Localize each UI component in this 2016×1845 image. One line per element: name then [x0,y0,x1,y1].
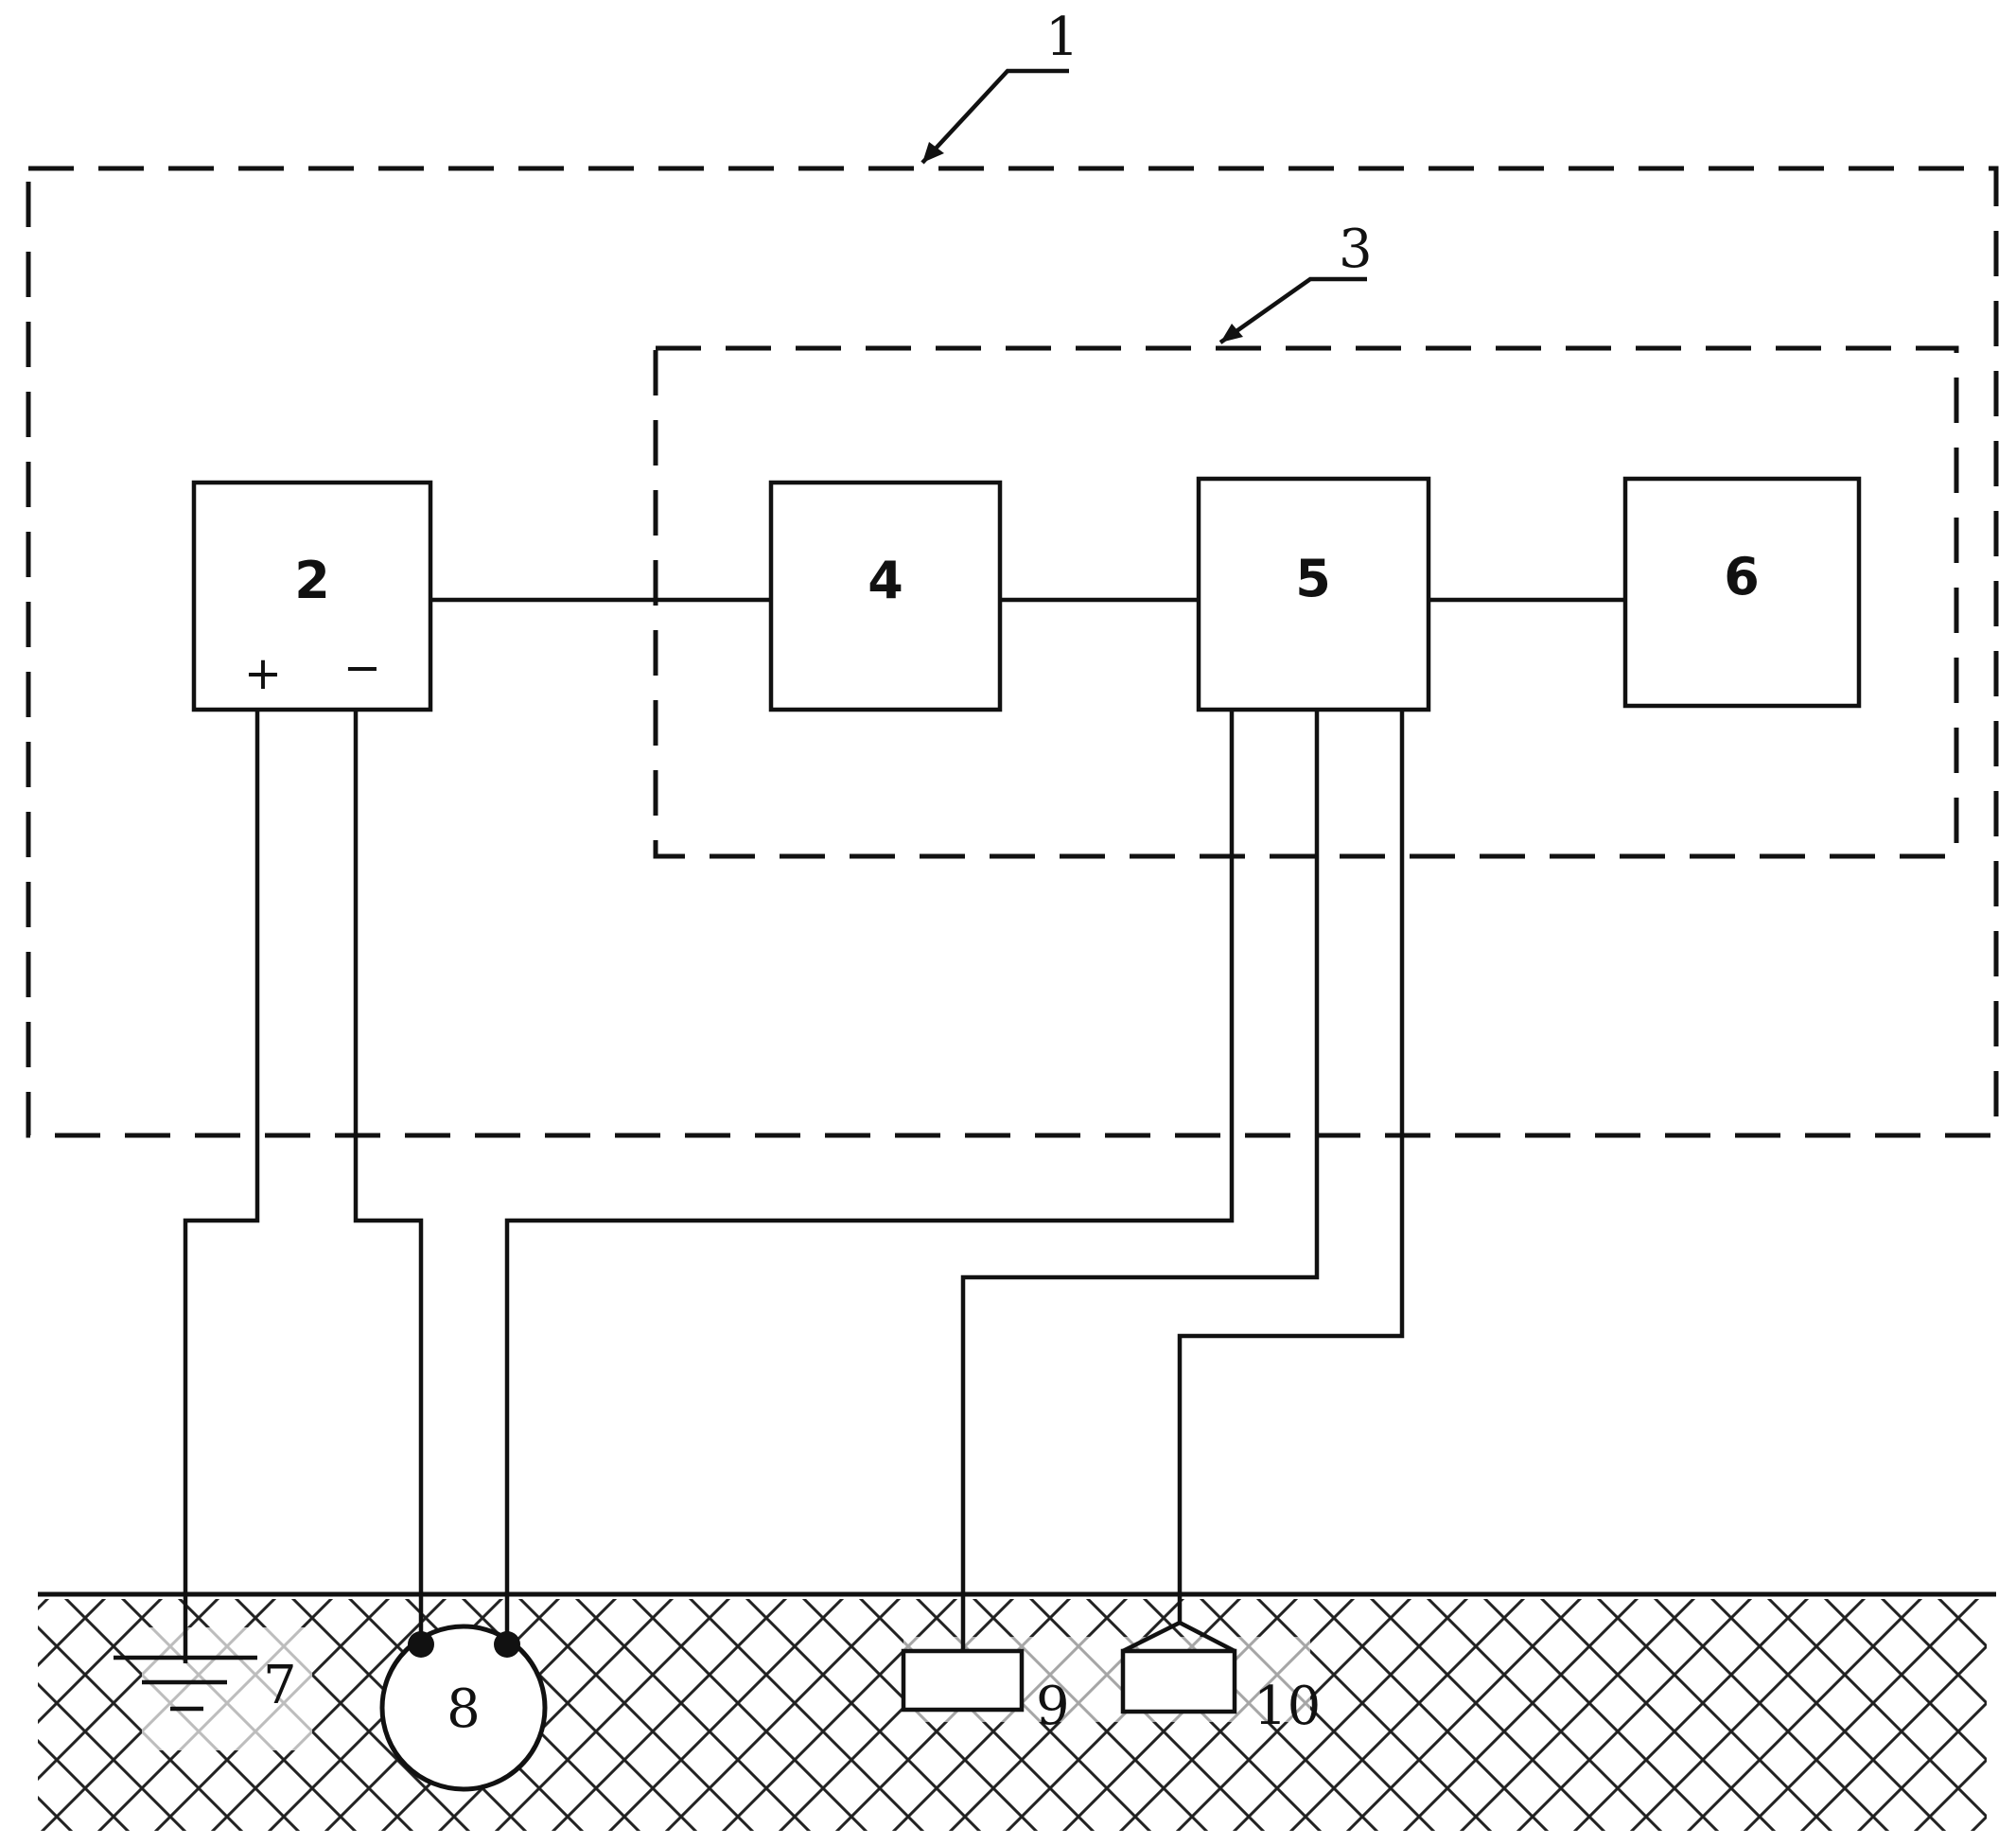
wire-positive-to-anode [183,710,260,1663]
block-5-label: 5 [1295,549,1331,608]
block-4-label: 4 [868,551,903,610]
label-outer-enclosure: 1 [1045,7,1079,68]
outer-enclosure [26,166,1999,1138]
anode-7: 7 [114,1655,297,1716]
pipe-terminal-left [408,1631,434,1658]
terminal-positive: + [244,647,282,700]
pipe-8: 8 [379,1624,548,1792]
block-2: 2 + − [191,480,433,712]
label-inner-enclosure: 3 [1339,219,1373,280]
block-5: 5 [1196,476,1431,712]
block-6: 6 [1622,476,1862,709]
pipe-terminal-right [494,1631,520,1658]
ground-soil [38,1591,1996,1831]
wire-block5-to-pipe [504,710,1235,1641]
block-4: 4 [768,480,1003,712]
inner-enclosure [653,345,1959,859]
wire-negative-to-pipe [353,710,424,1641]
leader-inner [1218,276,1367,344]
wire-block5-to-sensor-9 [960,710,1320,1651]
terminal-negative: − [343,641,381,694]
label-component-7: 7 [263,1655,297,1716]
leader-outer [920,68,1069,165]
label-component-10: 10 [1253,1676,1321,1737]
sensor-9: 9 [901,1648,1070,1737]
wire-block5-to-sensor-10 [1177,710,1405,1623]
block-6-label: 6 [1724,547,1760,606]
sensor-10: 10 [1120,1620,1321,1737]
block-2-label: 2 [294,551,330,610]
label-component-8: 8 [447,1678,481,1740]
label-component-9: 9 [1036,1676,1070,1737]
